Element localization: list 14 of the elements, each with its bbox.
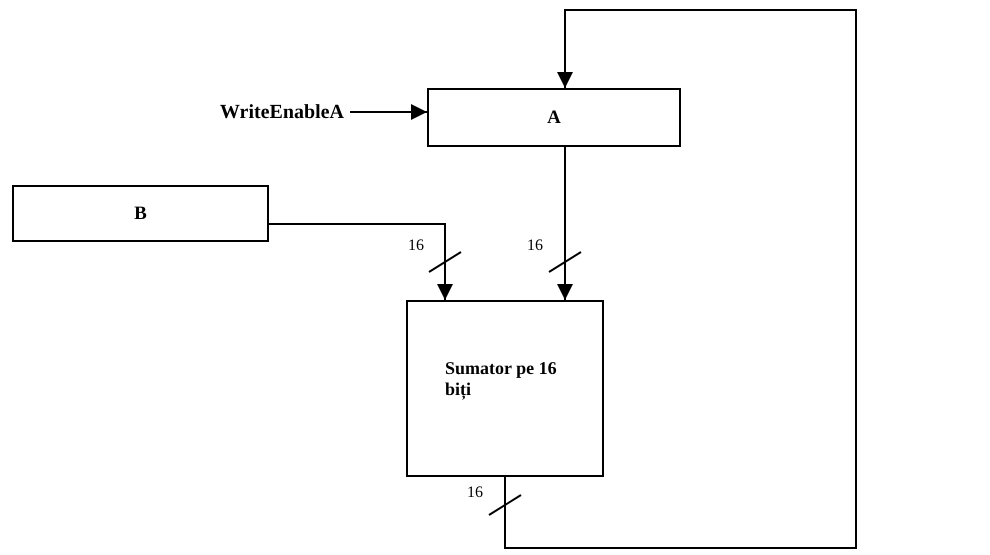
arrow — [557, 147, 573, 300]
node-text: A — [547, 106, 561, 128]
node-text: WriteEnableA — [220, 100, 344, 124]
node-text: Sumator pe 16 biți — [445, 358, 558, 400]
bus-width-label: 16 — [527, 237, 543, 255]
register-box — [427, 88, 681, 147]
register-box — [12, 185, 269, 242]
arrow — [504, 9, 857, 549]
arrow — [269, 223, 453, 300]
arrow — [350, 104, 427, 120]
adder-box — [406, 300, 604, 477]
bus-width-label: 16 — [467, 484, 483, 502]
node-text: B — [134, 202, 147, 224]
bus-width-label: 16 — [408, 237, 424, 255]
